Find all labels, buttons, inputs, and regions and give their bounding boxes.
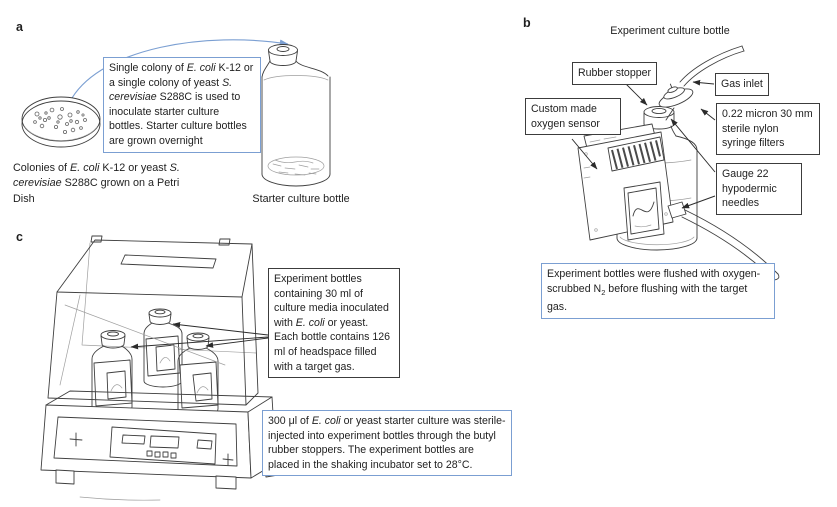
note-segment: Experiment bottles were flushed with oxy… [547, 268, 761, 295]
petri-dish-icon [21, 96, 101, 148]
callout-segment: S288C is used to inoculate starter cultu… [109, 91, 247, 147]
panel-c-pointer-arrows [130, 321, 269, 350]
needles-label: Gauge 22 hypodermic needles [716, 163, 802, 215]
experiment-bottle-icon [577, 45, 780, 281]
starter-bottle-icon [261, 44, 331, 187]
incubator-base [40, 390, 279, 501]
incubator-bottle-left [91, 330, 133, 415]
note-segment: Experiment bottles containing 30 ml of c… [274, 273, 389, 329]
rubber-stopper-label: Rubber stopper [572, 62, 658, 85]
note-segment: or yeast starter culture was sterile-inj… [268, 415, 506, 471]
species-name: E. coli [70, 162, 100, 174]
oxygen-sensor-label: Custom made oxygen sensor [525, 98, 621, 136]
caption-segment: Colonies of [13, 162, 71, 174]
panel-a-illustration [21, 39, 331, 187]
callout-segment: Single colony of [109, 62, 187, 74]
panel-b-note-box: Experiment bottles were flushed with oxy… [541, 263, 775, 319]
species-name: S. cerevisiae [13, 162, 180, 190]
inoculation-arrow [71, 39, 289, 99]
control-panel [121, 434, 213, 459]
panel-a-label: a [16, 20, 23, 34]
panel-c-inject-note-box: 300 μl of E. coli or yeast starter cultu… [262, 410, 512, 477]
note-segment: 300 μl of [268, 415, 312, 427]
panel-a-callout-box: Single colony of E. coli K-12 or a singl… [103, 57, 261, 153]
incubator-bottle-right [177, 332, 219, 417]
note-segment: or yeast. Each bottle contains 126 ml of… [274, 316, 391, 373]
gas-tubing-part [679, 45, 745, 87]
panel-c-bottle-note-box: Experiment bottles containing 30 ml of c… [268, 268, 400, 379]
callout-segment: K-12 or a single colony of yeast [109, 62, 254, 89]
species-name: E. coli [295, 316, 325, 329]
panel-b-label-arrows [571, 79, 716, 209]
caption-segment: K-12 or yeast [99, 162, 170, 174]
syringe-filters-label: 0.22 micron 30 mm sterile nylon syringe … [716, 103, 820, 155]
panel-c-label: c [16, 230, 23, 244]
note-segment: before flushing with the target gas. [547, 282, 748, 314]
incubator-lid [47, 235, 259, 406]
media-hatch [272, 159, 320, 176]
species-name: E. coli [311, 415, 341, 427]
subscript-2: 2 [601, 287, 606, 297]
syringe-filter-part [658, 83, 694, 108]
needle-part [665, 107, 675, 121]
panel-b-illustration [571, 45, 780, 281]
species-name: S. cerevisiae [109, 76, 233, 104]
panel-b-title: Experiment culture bottle [610, 25, 730, 37]
shaking-incubator-icon [40, 235, 279, 501]
petri-dish-caption: Colonies of E. coli K-12 or yeast S. cer… [13, 161, 185, 207]
species-name: E. coli [186, 62, 216, 74]
caption-segment: S288C grown on a Petri Dish [13, 177, 180, 205]
incubator-bottle-middle [143, 308, 183, 388]
panel-c-illustration [40, 235, 279, 501]
colonies [33, 107, 87, 135]
panel-b-label: b [523, 16, 531, 30]
oxygen-sensor-board-part [577, 123, 674, 241]
starter-bottle-caption: Starter culture bottle [252, 193, 350, 205]
gas-inlet-label: Gas inlet [715, 73, 769, 96]
